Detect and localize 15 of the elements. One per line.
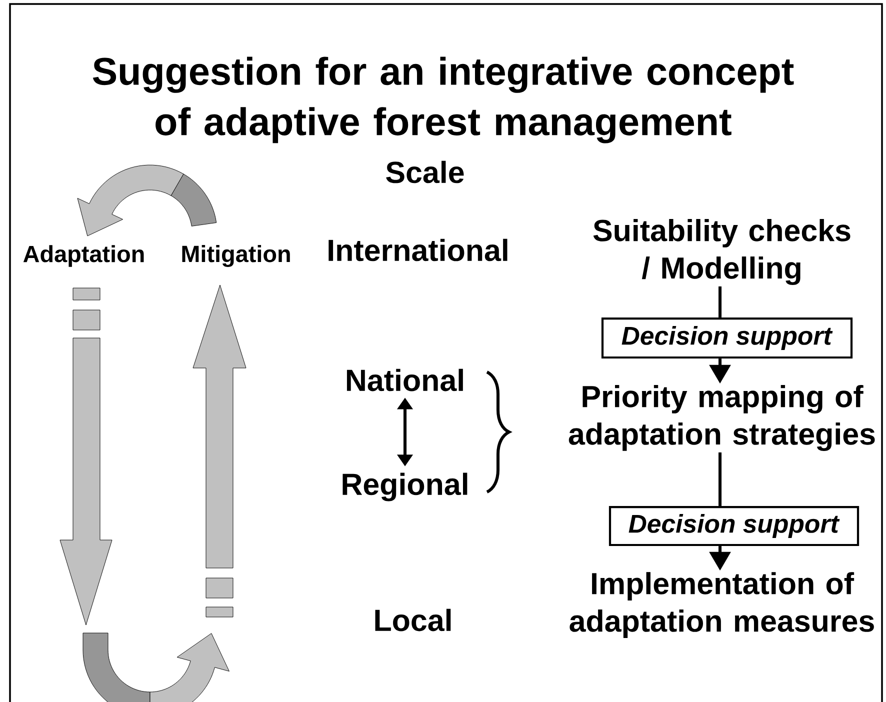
scale-level-text: National [346, 368, 463, 392]
stage-text: Suitability checks / Modelling [593, 219, 850, 285]
scale-level-text: Regional [342, 472, 468, 502]
stage-text: Implementation of adaptation measures [570, 572, 874, 638]
scale-label: Local [375, 608, 451, 632]
decision-box: Decision support [601, 317, 853, 359]
cycle-label: Adaptation [23, 245, 144, 267]
connector-line [718, 286, 722, 318]
connector-line [718, 452, 722, 506]
scale-heading: Scale [386, 160, 464, 184]
decision-box: Decision support [608, 506, 860, 546]
scale-label: International [328, 238, 508, 262]
stage-text: Priority mapping of adaptation strategies [568, 385, 875, 451]
title: Suggestion for an integrative concept of adaptive forest management [92, 56, 794, 144]
cycle-label: Mitigation [182, 245, 290, 267]
